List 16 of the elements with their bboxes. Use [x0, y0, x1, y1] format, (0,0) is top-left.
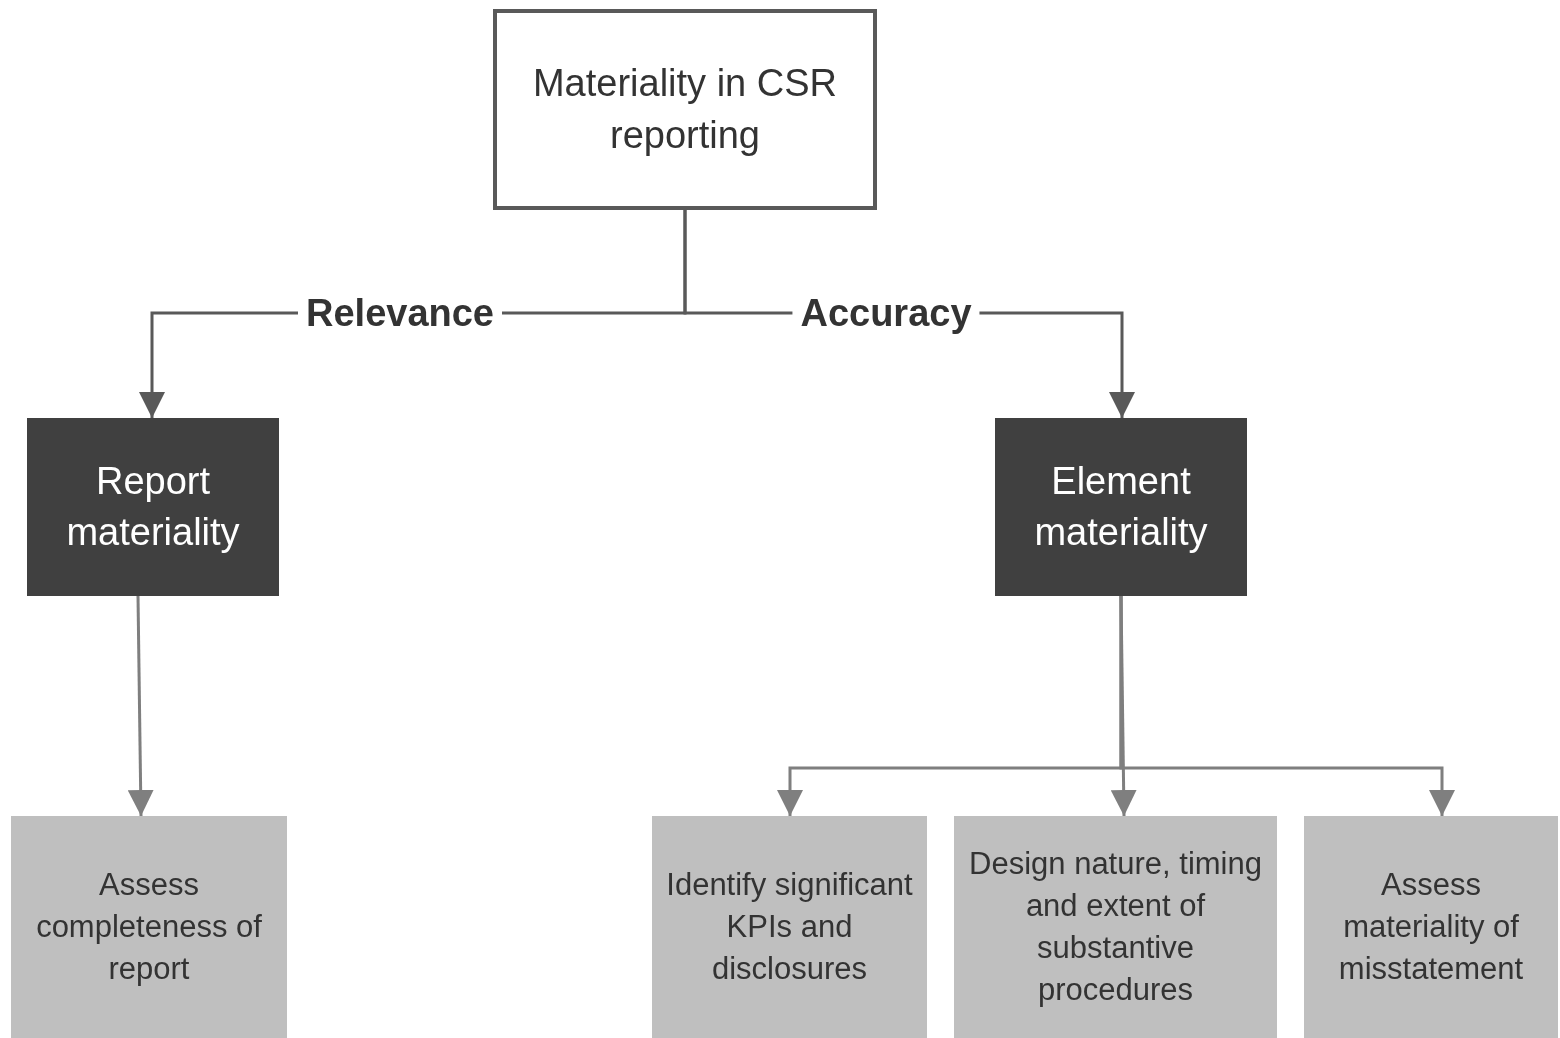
arrow: [1119, 596, 1455, 816]
task-box: [1304, 816, 1558, 1038]
box-title: Materiality in CSR reporting: [531, 61, 839, 158]
task-text: Assess materiality of misstatement: [1337, 866, 1525, 988]
task-box: [652, 816, 927, 1038]
arrow: [127, 595, 154, 817]
category-box: [995, 418, 1247, 596]
task-box: [954, 816, 1277, 1038]
task-text: Design nature, timing and extent of substantive procedures: [968, 845, 1263, 1009]
title-box: [493, 9, 877, 210]
task-text: Assess completeness of report: [35, 866, 263, 988]
task-text: Identify significant KPIs and disclosures: [665, 866, 914, 988]
category-title: Element materiality: [1033, 458, 1209, 555]
task-box: [11, 816, 287, 1038]
category-title: Report materiality: [65, 458, 241, 555]
category-box: [27, 418, 279, 596]
